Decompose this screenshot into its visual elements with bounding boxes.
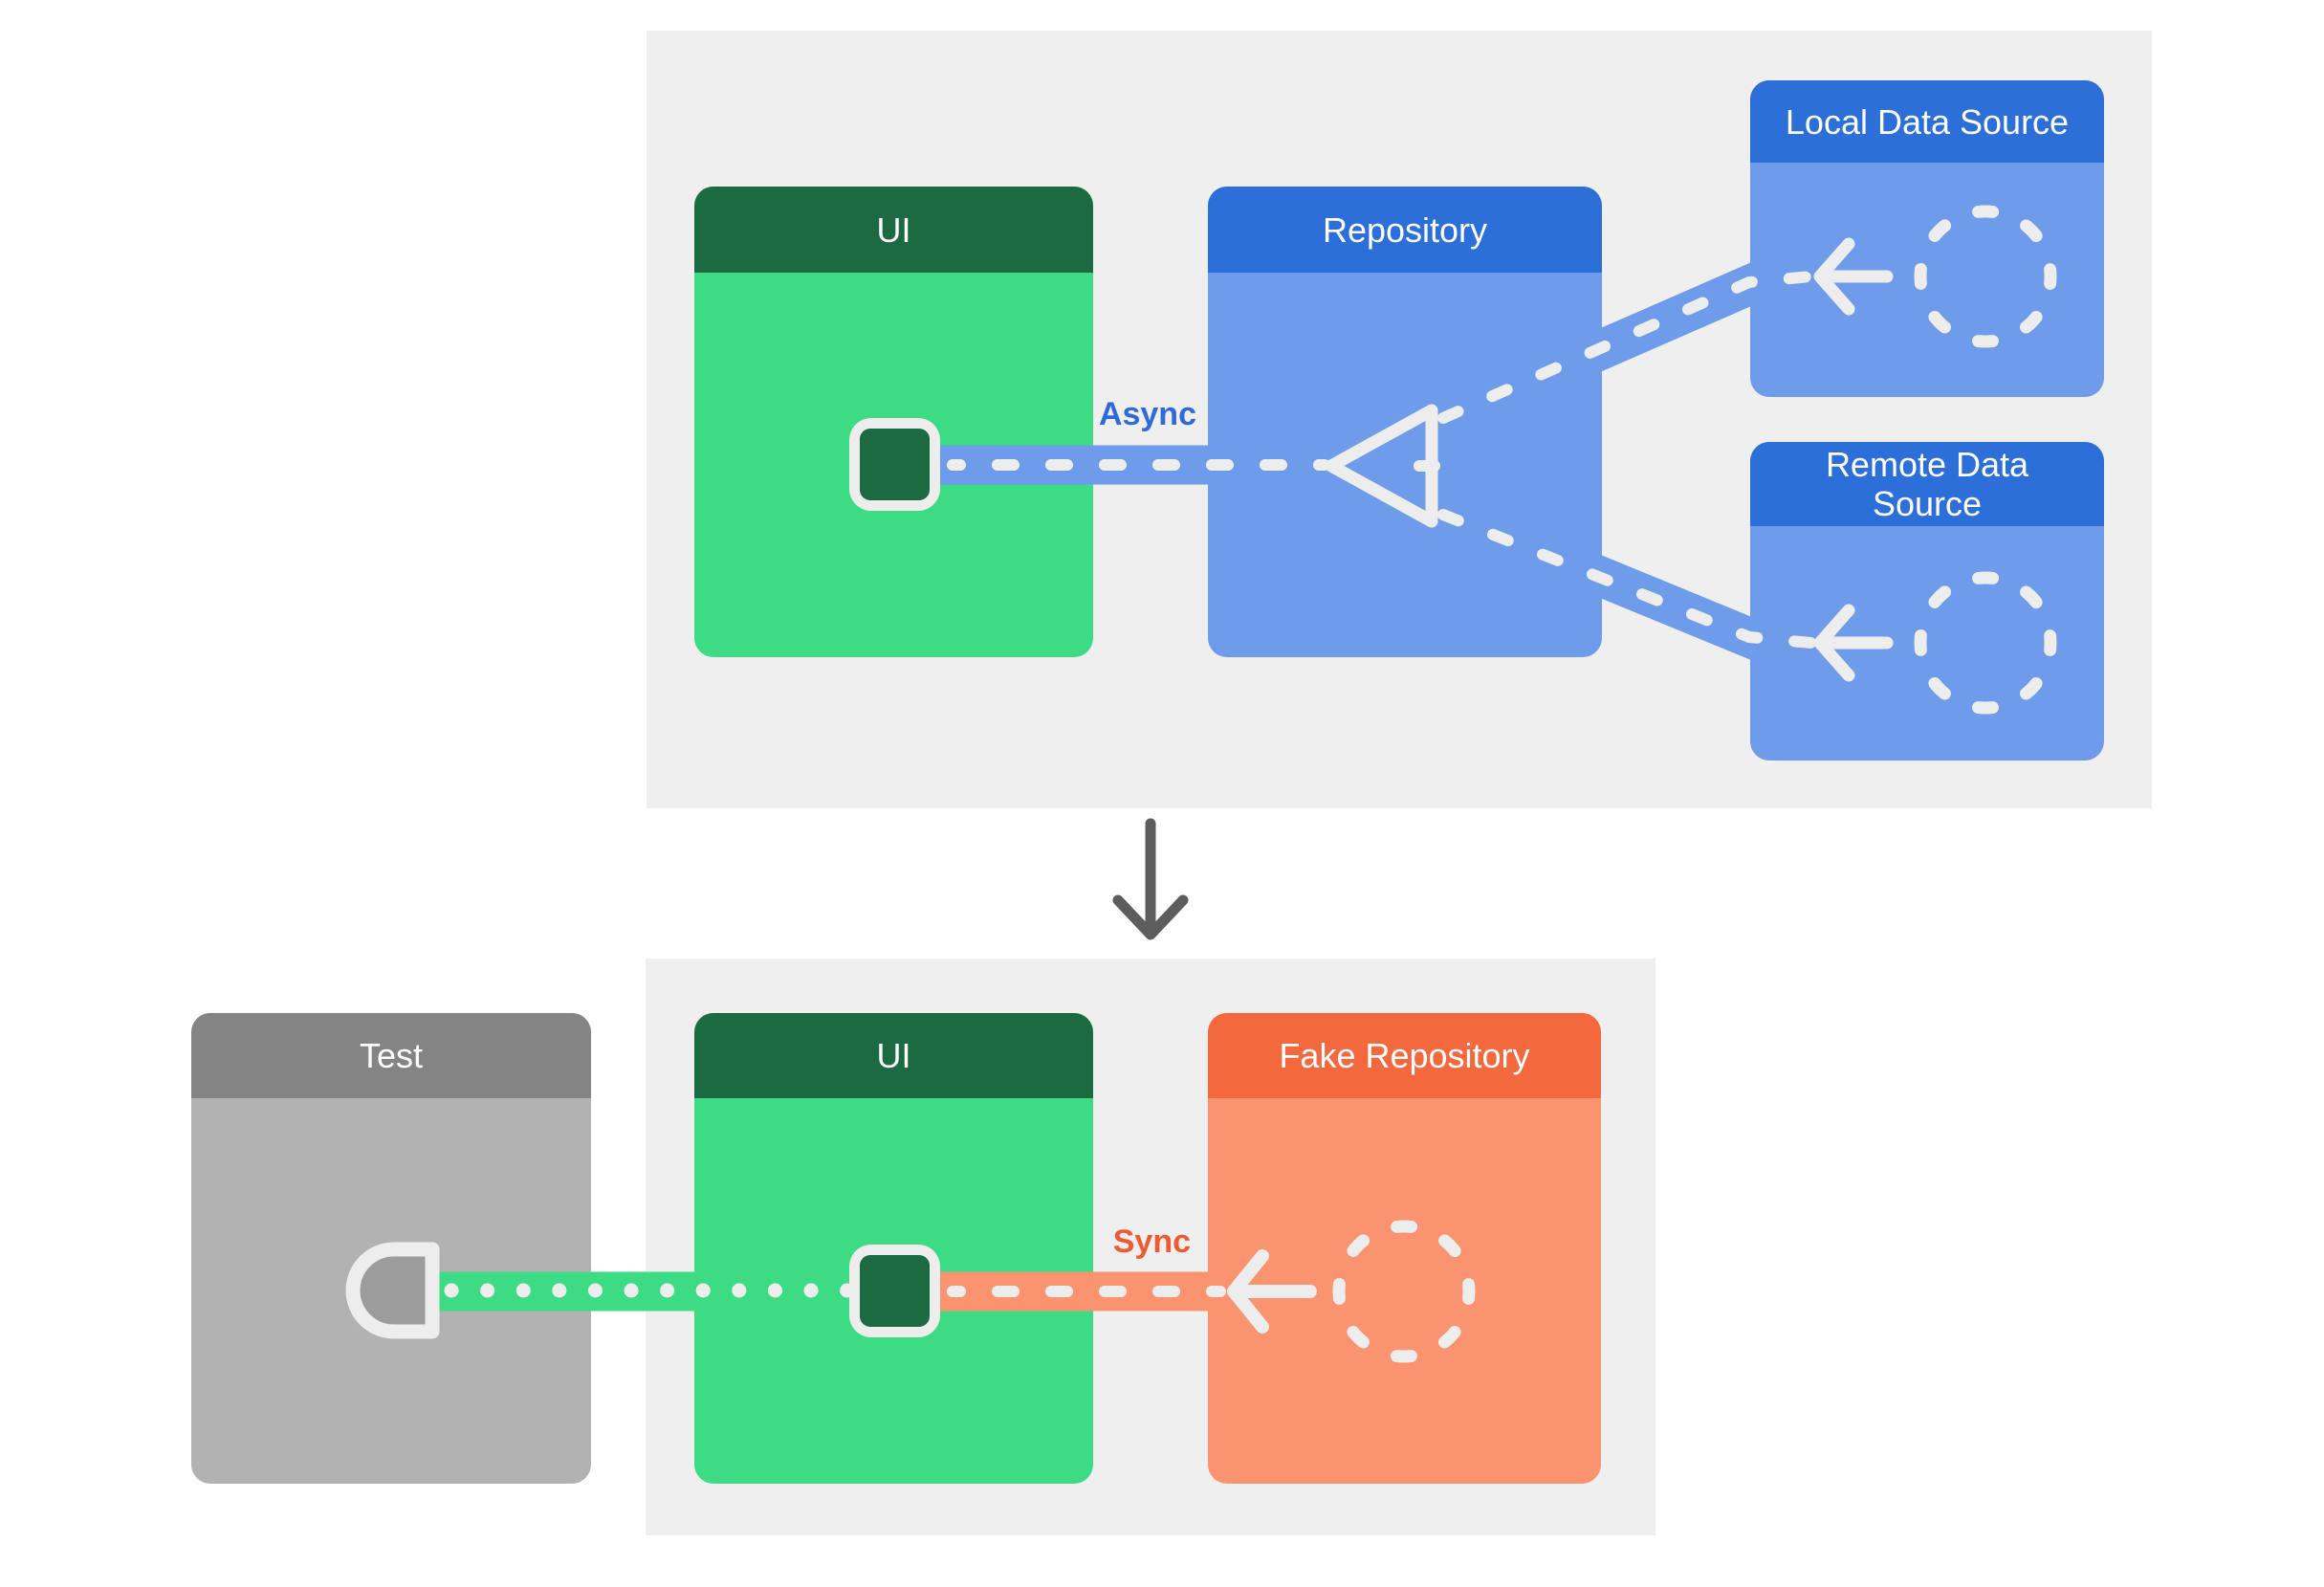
down-arrow-icon <box>1112 818 1189 940</box>
local-data-source-title: Local Data Source <box>1785 101 2070 142</box>
repository-box-header: Repository <box>1208 187 1602 273</box>
down-arrow-head <box>1112 894 1189 940</box>
ui-box-bottom-title: UI <box>876 1036 911 1075</box>
repository-box: Repository <box>1208 187 1602 657</box>
sync-label: Sync <box>1112 1223 1191 1260</box>
test-box-header: Test <box>191 1013 591 1098</box>
fake-repository-box-title: Fake Repository <box>1279 1036 1530 1075</box>
async-label: Async <box>1098 396 1196 432</box>
remote-data-source-box: Remote Data Source <box>1750 442 2104 760</box>
remote-data-source-title: Remote Data Source <box>1825 445 2029 523</box>
fake-repository-box: Fake Repository <box>1208 1013 1601 1484</box>
local-data-source-box: Local Data Source <box>1750 80 2104 397</box>
fake-repository-box-header: Fake Repository <box>1208 1013 1601 1098</box>
local-data-source-header: Local Data Source <box>1750 80 2104 163</box>
ui-box-bottom-header: UI <box>694 1013 1093 1098</box>
ui-box-top-header: UI <box>694 187 1093 273</box>
repository-box-title: Repository <box>1322 209 1488 250</box>
remote-data-source-header: Remote Data Source <box>1750 442 2104 526</box>
ui-box-top: UI <box>694 187 1093 657</box>
test-box: Test <box>191 1013 591 1484</box>
test-box-title: Test <box>359 1036 424 1075</box>
ui-box-top-title: UI <box>876 209 911 250</box>
